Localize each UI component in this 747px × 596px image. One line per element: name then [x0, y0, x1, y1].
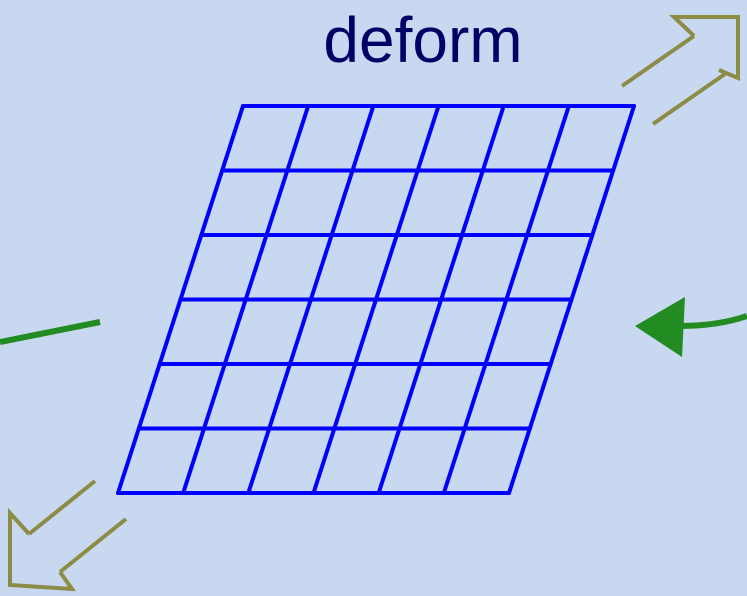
motion-arrow-right-icon: [635, 297, 747, 357]
grid-column-line: [507, 104, 636, 495]
grid-column-line: [311, 104, 441, 495]
grid-column-line: [376, 104, 506, 495]
motion-line-left-icon: [0, 319, 101, 345]
grid-column-line: [246, 104, 376, 495]
grid-column-line: [441, 104, 571, 495]
deformed-grid: [116, 104, 636, 495]
grid-column-line: [116, 104, 245, 495]
title-text: deform: [323, 4, 522, 76]
grid-column-line: [181, 104, 311, 495]
stretch-arrow-bottom-left-icon: [8, 479, 128, 592]
stretch-arrow-top-right-icon: [620, 15, 740, 126]
